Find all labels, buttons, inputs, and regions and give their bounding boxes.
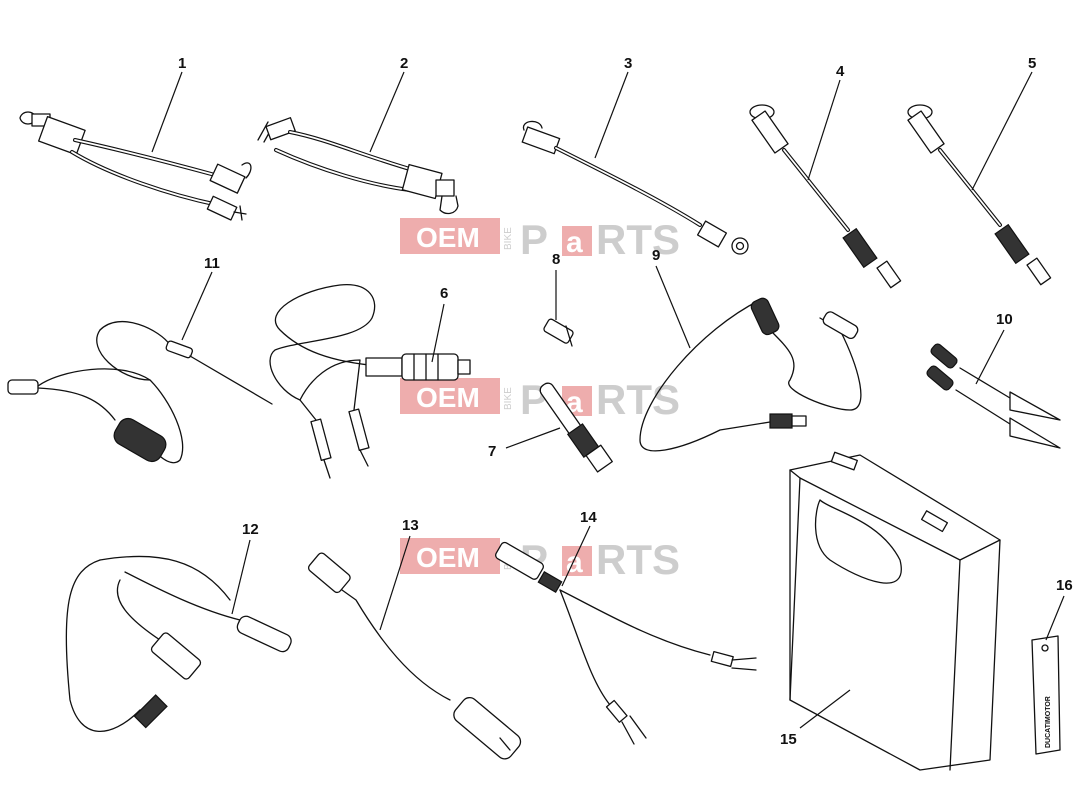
callout-14: 14 — [580, 509, 597, 526]
callout-15: 15 — [780, 731, 797, 748]
part-16-tag: DUCATIMOTOR — [1031, 635, 1061, 755]
callout-9: 9 — [652, 247, 660, 264]
svg-text:P: P — [520, 376, 548, 423]
callout-2: 2 — [400, 55, 408, 72]
callout-13: 13 — [402, 517, 419, 534]
svg-text:P: P — [520, 216, 548, 263]
svg-text:OEM: OEM — [416, 222, 480, 253]
svg-text:a: a — [566, 546, 583, 579]
part-1-hose-assembly — [19, 111, 252, 221]
callout-3: 3 — [624, 55, 632, 72]
part-5-adapter-rod — [907, 104, 1052, 286]
svg-text:BIKE: BIKE — [503, 387, 514, 410]
part-6-probe-cable — [269, 284, 471, 479]
part-3-hose-banjo — [521, 120, 749, 255]
part-7-adapter — [539, 382, 613, 473]
part-10-test-leads — [926, 343, 1061, 449]
svg-text:RTS: RTS — [596, 376, 680, 423]
part-13-power-lead — [307, 552, 522, 760]
callout-16: 16 — [1056, 577, 1073, 594]
leader-lines — [151, 71, 1065, 729]
callout-4: 4 — [836, 63, 845, 80]
part-11-sensor-cable — [7, 320, 273, 464]
callout-5: 5 — [1028, 55, 1036, 72]
callout-7: 7 — [488, 443, 496, 460]
part-12-wiring-harness — [65, 555, 292, 733]
svg-text:RTS: RTS — [596, 216, 680, 263]
callout-8: 8 — [552, 251, 560, 268]
callout-12: 12 — [242, 521, 259, 538]
part-2-hose-assembly — [257, 117, 459, 215]
svg-text:RTS: RTS — [596, 536, 680, 583]
part-9-connector-cable — [639, 297, 862, 452]
svg-text:BIKE: BIKE — [503, 227, 514, 250]
callout-6: 6 — [440, 285, 448, 302]
part-14-terminal-lead — [495, 541, 757, 745]
callout-11: 11 — [204, 255, 220, 272]
watermark-top: OEM BIKE P a RTS — [400, 216, 680, 263]
svg-text:a: a — [566, 226, 583, 259]
part-8-fitting — [543, 318, 574, 347]
watermark-bottom: OEM BIKE P a RTS — [400, 536, 680, 583]
callout-10: 10 — [996, 311, 1013, 328]
svg-text:OEM: OEM — [416, 382, 480, 413]
part-15-carrying-case — [789, 451, 1001, 771]
callout-labels: 1 2 3 4 5 6 7 8 9 10 11 12 13 14 15 16 — [178, 55, 1073, 748]
callout-1: 1 — [178, 55, 186, 72]
svg-text:OEM: OEM — [416, 542, 480, 573]
tag-label: DUCATIMOTOR — [1045, 696, 1052, 748]
watermark-middle: OEM BIKE P a RTS — [400, 376, 680, 423]
part-4-adapter-rod — [749, 104, 902, 289]
